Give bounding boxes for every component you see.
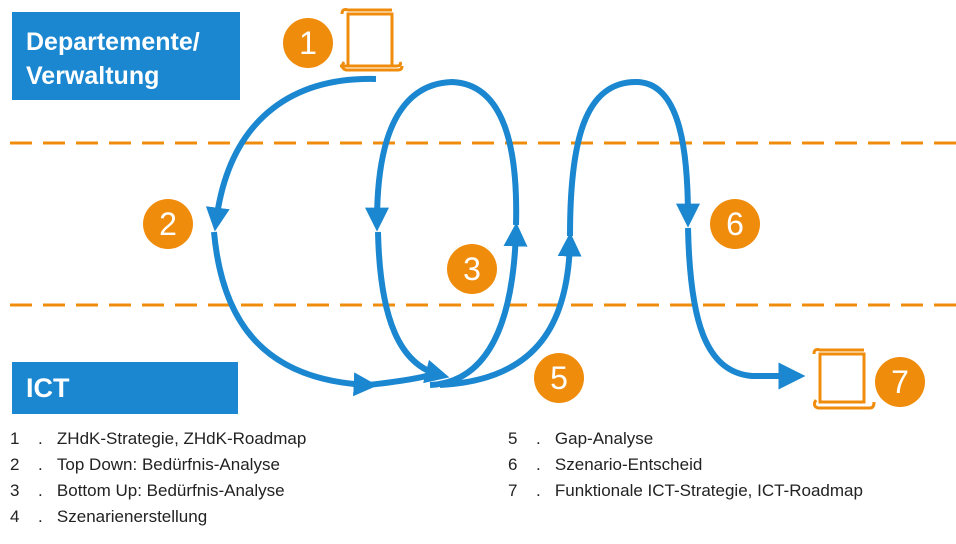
step-badge-1: 1	[283, 18, 333, 68]
step-badge-5: 5	[534, 353, 584, 403]
legend-label: Bottom Up: Bedürfnis-Analyse	[56, 481, 285, 500]
legend-label: Szenario-Entscheid	[554, 455, 703, 474]
legend-label: Funktionale ICT-Strategie, ICT-Roadmap	[554, 481, 863, 500]
arrow-to-result	[685, 227, 806, 390]
legend-label: Top Down: Bedürfnis-Analyse	[56, 455, 280, 474]
legend-left: 1. ZHdK-Strategie, ZHdK-Roadmap 2. Top D…	[10, 426, 306, 530]
lane-label-line2: Verwaltung	[26, 62, 160, 90]
scroll-icon	[812, 348, 876, 410]
legend-right: 5. Gap-Analyse 6. Szenario-Entscheid 7. …	[508, 426, 863, 504]
legend-item: 7. Funktionale ICT-Strategie, ICT-Roadma…	[508, 481, 863, 500]
lane-label-departemente: Departemente/ Verwaltung	[12, 12, 240, 100]
arrow-bottom-up	[429, 222, 528, 388]
arrow-base	[367, 372, 431, 388]
arrow-loop-down	[365, 78, 520, 232]
arrow-scenario-loop	[567, 78, 700, 237]
arrow-to-ict	[211, 231, 378, 397]
step-badge-7: 7	[875, 357, 925, 407]
legend-item: 6. Szenario-Entscheid	[508, 455, 703, 474]
legend-item: 1. ZHdK-Strategie, ZHdK-Roadmap	[10, 429, 307, 448]
arrow-top-down	[205, 75, 377, 232]
legend-item: 5. Gap-Analyse	[508, 429, 654, 448]
step-badge-2: 2	[143, 199, 193, 249]
legend-item: 4. Szenarienerstellung	[10, 507, 208, 526]
legend-item: 3. Bottom Up: Bedürfnis-Analyse	[10, 481, 285, 500]
legend-label: Szenarienerstellung	[56, 507, 208, 526]
step-badge-6: 6	[710, 199, 760, 249]
legend-item: 2. Top Down: Bedürfnis-Analyse	[10, 455, 280, 474]
legend-label: ZHdK-Strategie, ZHdK-Roadmap	[56, 429, 307, 448]
lane-label-line1: Departemente/	[26, 28, 200, 56]
arrow-gap-up	[439, 232, 582, 388]
legend-label: Gap-Analyse	[554, 429, 654, 448]
process-diagram	[10, 8, 956, 410]
arrow-loop-to-ict	[375, 231, 450, 384]
lane-label-ict: ICT	[12, 362, 238, 414]
scroll-icon	[340, 8, 404, 72]
step-badge-3: 3	[447, 244, 497, 294]
